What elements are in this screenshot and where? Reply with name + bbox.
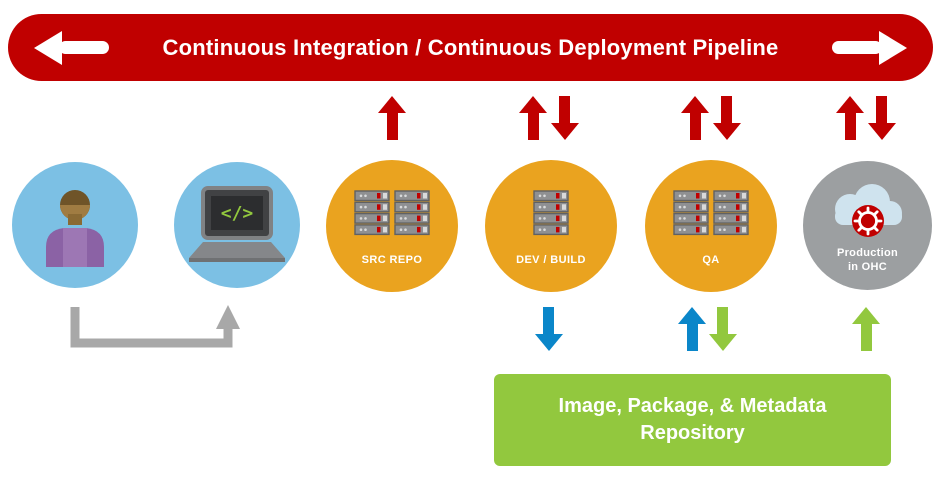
red-down-arrow-qa: [713, 96, 741, 140]
green-down-arrow-qa: [709, 307, 737, 351]
server-rack-icon: [673, 190, 749, 236]
red-down-arrow-production: [868, 96, 896, 140]
repository-label-line2: Repository: [640, 422, 745, 444]
server-rack-icon: [533, 190, 569, 236]
laptop-icon: </>: [189, 186, 285, 262]
server-rack-icon: [354, 190, 430, 236]
red-up-arrow-src-repo: [378, 96, 406, 140]
pipeline-banner: Continuous Integration / Continuous Depl…: [8, 14, 933, 81]
node-label-dev-build: DEV / BUILD: [516, 254, 586, 266]
red-up-arrow-dev-build: [519, 96, 547, 140]
left-arrow-shaft: [59, 41, 109, 54]
left-arrow-icon: [34, 30, 109, 65]
node-production: Production in OHC: [803, 161, 932, 290]
right-arrow-head: [879, 30, 907, 65]
node-src-repo: SRC REPO: [326, 160, 458, 292]
openshift-icon: [851, 205, 884, 237]
node-dev-build: DEV / BUILD: [485, 160, 617, 292]
node-workstation: </>: [174, 162, 300, 288]
red-up-arrow-production: [836, 96, 864, 140]
production-line2: in OHC: [847, 260, 888, 273]
person-icon: [46, 190, 104, 267]
repository-box: Image, Package, & Metadata Repository: [494, 374, 891, 466]
red-up-arrow-qa: [681, 96, 709, 140]
pipeline-title: Continuous Integration / Continuous Depl…: [162, 34, 779, 60]
blue-up-arrow-qa: [678, 307, 706, 351]
repository-label-line1: Image, Package, & Metadata: [558, 395, 827, 417]
cloud-icon: [834, 184, 902, 237]
blue-down-arrow-dev-build: [535, 307, 563, 351]
red-down-arrow-dev-build: [551, 96, 579, 140]
developer-to-workstation-arrow: [70, 305, 240, 348]
node-label-production: Production in OHC: [803, 247, 932, 275]
right-arrow-icon: [832, 30, 907, 65]
node-label-src-repo: SRC REPO: [361, 254, 423, 266]
node-developer: [12, 162, 138, 288]
right-arrow-shaft: [832, 41, 882, 54]
code-text: </>: [221, 203, 254, 224]
production-line1: Production: [836, 247, 899, 259]
node-qa: QA: [645, 160, 777, 292]
node-label-qa: QA: [702, 254, 720, 266]
green-up-arrow-production: [852, 307, 880, 351]
left-arrow-head: [34, 30, 62, 65]
